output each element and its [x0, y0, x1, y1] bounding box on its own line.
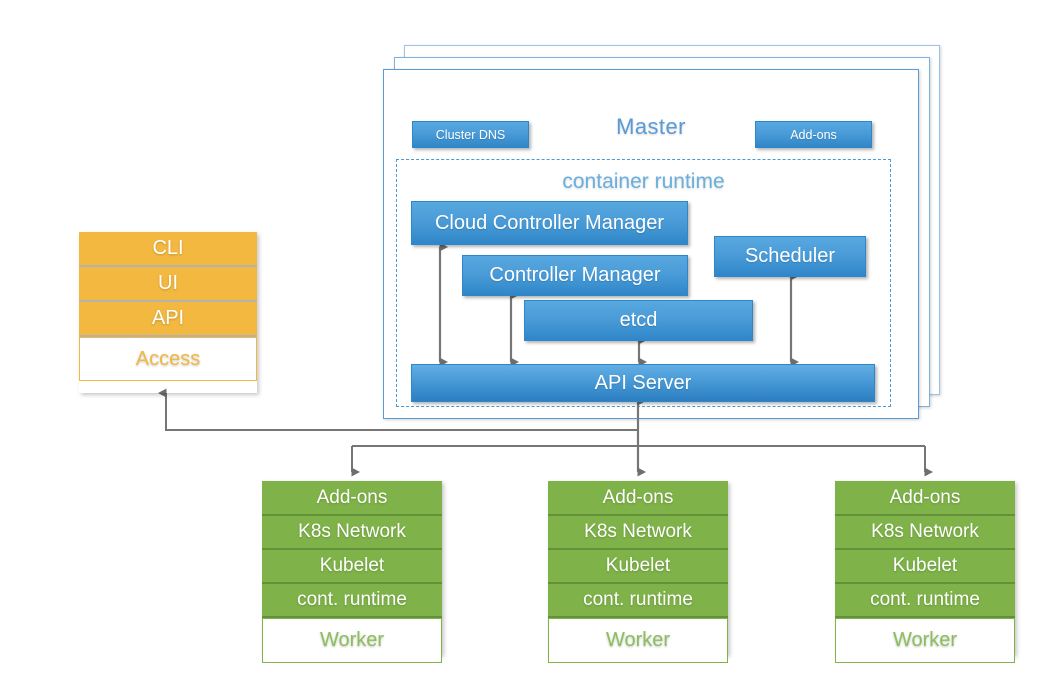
- master-addons-box[interactable]: Add-ons: [755, 121, 872, 148]
- cloud-controller-manager-box[interactable]: Cloud Controller Manager: [411, 201, 688, 245]
- worker-2-layer-kubelet-label: Kubelet: [605, 555, 671, 576]
- worker-1-layer-runtime-label: cont. runtime: [297, 589, 407, 610]
- api-server-box[interactable]: API Server: [411, 364, 875, 402]
- controller-manager-box[interactable]: Controller Manager: [462, 255, 688, 296]
- worker-2-layer-network-label: K8s Network: [584, 521, 692, 542]
- worker-2-layer-addons-label: Add-ons: [602, 486, 674, 508]
- worker-3-layer-kubelet-label: Kubelet: [892, 555, 958, 576]
- access-panel-footer-label: Access: [135, 347, 201, 370]
- worker-3-layer-runtime[interactable]: cont. runtime: [835, 584, 1015, 618]
- cluster-dns-label: Cluster DNS: [435, 127, 506, 142]
- worker-1-layer-runtime[interactable]: cont. runtime: [262, 584, 442, 618]
- etcd-label: etcd: [619, 309, 658, 331]
- worker-1-layer-kubelet[interactable]: Kubelet: [262, 550, 442, 584]
- worker-3-footer: Worker: [835, 618, 1015, 663]
- worker-1-layer-addons-label: Add-ons: [316, 486, 388, 508]
- scheduler-label: Scheduler: [744, 245, 836, 267]
- worker-2-footer: Worker: [548, 618, 728, 663]
- worker-3-layer-kubelet[interactable]: Kubelet: [835, 550, 1015, 584]
- worker-2-layer-addons[interactable]: Add-ons: [548, 481, 728, 516]
- cloud-controller-manager-label: Cloud Controller Manager: [434, 211, 664, 234]
- access-panel[interactable]: CLI UI API Access: [79, 232, 257, 393]
- worker-node-3[interactable]: Add-ons K8s Network Kubelet cont. runtim…: [835, 481, 1015, 663]
- etcd-box[interactable]: etcd: [524, 300, 753, 341]
- worker-2-layer-runtime-label: cont. runtime: [583, 589, 693, 610]
- access-item-ui[interactable]: UI: [79, 267, 257, 302]
- access-item-cli[interactable]: CLI: [79, 232, 257, 267]
- cluster-dns-box[interactable]: Cluster DNS: [412, 121, 529, 148]
- master-addons-label: Add-ons: [790, 127, 837, 142]
- worker-3-layer-addons-label: Add-ons: [889, 486, 961, 508]
- worker-node-2[interactable]: Add-ons K8s Network Kubelet cont. runtim…: [548, 481, 728, 663]
- controller-manager-label: Controller Manager: [489, 264, 661, 286]
- master-title: Master: [616, 114, 686, 139]
- api-server-label: API Server: [594, 371, 692, 394]
- worker-1-footer-label: Worker: [319, 629, 385, 651]
- worker-1-layer-network-label: K8s Network: [298, 521, 406, 542]
- worker-1-layer-kubelet-label: Kubelet: [319, 555, 385, 576]
- worker-1-footer: Worker: [262, 618, 442, 663]
- worker-2-footer-label: Worker: [605, 629, 671, 651]
- worker-node-1[interactable]: Add-ons K8s Network Kubelet cont. runtim…: [262, 481, 442, 663]
- access-item-api[interactable]: API: [79, 302, 257, 337]
- worker-3-footer-label: Worker: [892, 629, 958, 651]
- worker-3-layer-network[interactable]: K8s Network: [835, 516, 1015, 550]
- worker-3-layer-network-label: K8s Network: [871, 521, 979, 542]
- worker-3-layer-runtime-label: cont. runtime: [870, 589, 980, 610]
- access-panel-footer: Access: [79, 337, 257, 381]
- worker-2-layer-network[interactable]: K8s Network: [548, 516, 728, 550]
- access-item-cli-label: CLI: [152, 237, 184, 259]
- worker-1-layer-network[interactable]: K8s Network: [262, 516, 442, 550]
- worker-2-layer-runtime[interactable]: cont. runtime: [548, 584, 728, 618]
- access-item-api-label: API: [151, 307, 185, 329]
- container-runtime-title: container runtime: [562, 170, 725, 193]
- worker-3-layer-addons[interactable]: Add-ons: [835, 481, 1015, 516]
- worker-2-layer-kubelet[interactable]: Kubelet: [548, 550, 728, 584]
- worker-1-layer-addons[interactable]: Add-ons: [262, 481, 442, 516]
- scheduler-box[interactable]: Scheduler: [714, 236, 866, 277]
- access-item-ui-label: UI: [158, 272, 178, 294]
